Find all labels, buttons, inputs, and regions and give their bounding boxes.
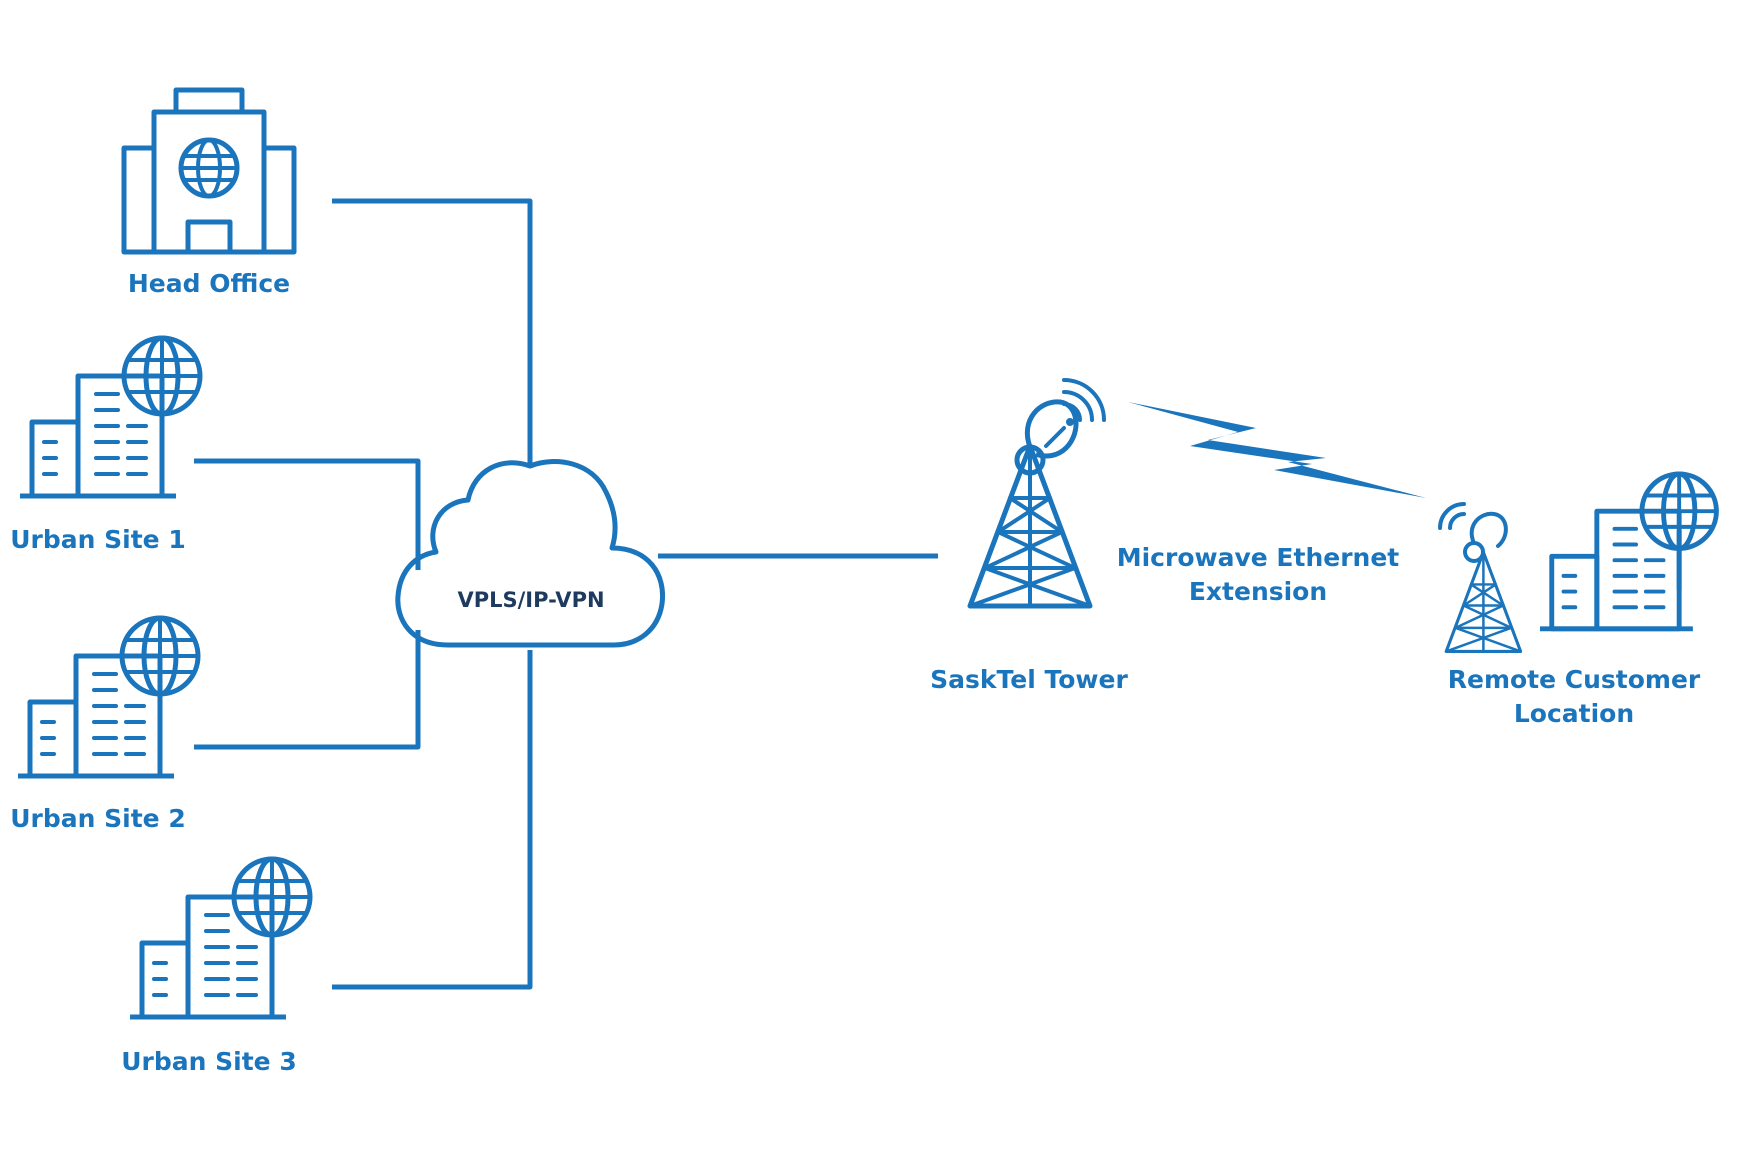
office-building-globe-icon [121,87,297,255]
cloud-node: VPLS/IP-VPN [395,459,666,648]
tower-dish-icon [970,378,1106,606]
urban-site-3-label: Urban Site 3 [121,1047,296,1076]
head-office-node: Head Office [121,87,297,298]
cloud-icon [395,459,666,648]
urban-site-3-node: Urban Site 3 [121,859,310,1076]
urban-site-2-label: Urban Site 2 [10,804,185,833]
urban-site-1-node: Urban Site 1 [10,338,200,554]
remote-label-line2: Location [1514,699,1634,728]
head-office-label: Head Office [128,269,290,298]
buildings-globe-icon [18,618,198,776]
buildings-globe-icon [130,859,310,1017]
remote-customer-node: Remote Customer Location [1438,474,1716,728]
sasktel-tower-label: SaskTel Tower [930,665,1128,694]
urban-site-2-node: Urban Site 2 [10,618,198,833]
remote-label-line1: Remote Customer [1448,665,1701,694]
lightning-bolt-icon [1128,402,1426,498]
urban-site-1-label: Urban Site 1 [10,525,185,554]
cloud-label: VPLS/IP-VPN [457,588,604,612]
microwave-label-line1: Microwave Ethernet [1117,543,1400,572]
sasktel-tower-node: SaskTel Tower [930,378,1128,694]
connection-lines [194,198,938,990]
buildings-globe-icon [20,338,200,496]
tower-buildings-globe-icon [1438,474,1716,653]
microwave-link: Microwave Ethernet Extension [1117,402,1426,606]
microwave-label-line2: Extension [1189,577,1327,606]
